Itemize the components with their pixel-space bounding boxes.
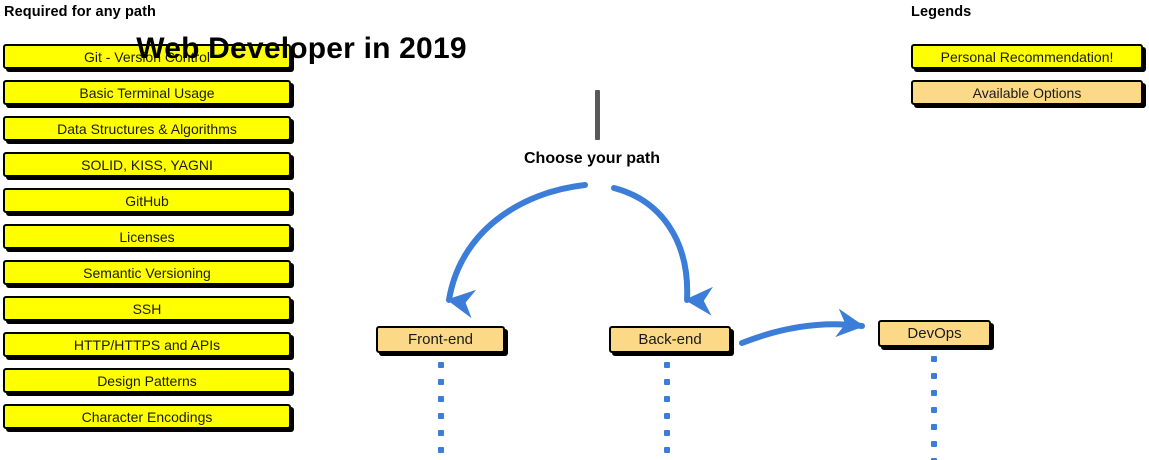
required-skill-item[interactable]: SSH <box>3 296 291 321</box>
required-skill-label: GitHub <box>125 192 169 209</box>
required-skill-item[interactable]: Semantic Versioning <box>3 260 291 285</box>
legend-item-label: Available Options <box>972 84 1082 101</box>
required-skill-label: Git - Version Control <box>83 48 211 65</box>
trail-dot <box>930 458 937 460</box>
required-skill-item[interactable]: HTTP/HTTPS and APIs <box>3 332 291 357</box>
required-skill-label: SSH <box>132 300 162 317</box>
trunk-connector-line <box>595 90 600 140</box>
required-skill-label: Semantic Versioning <box>83 264 211 281</box>
path-node-label: Back-end <box>638 331 702 348</box>
trail-dot <box>663 413 670 419</box>
path-node-label: DevOps <box>907 325 962 342</box>
choose-your-path-label: Choose your path <box>524 150 661 167</box>
path-node-back-end[interactable]: Back-end <box>609 326 731 353</box>
legends-section-heading: Legends <box>911 4 972 20</box>
trail-dot <box>663 379 670 385</box>
required-skill-item[interactable]: Design Patterns <box>3 368 291 393</box>
trail-dot <box>930 441 937 447</box>
required-skill-label: Licenses <box>119 228 175 245</box>
required-skill-label: SOLID, KISS, YAGNI <box>81 156 213 173</box>
required-skill-label: Design Patterns <box>97 372 197 389</box>
trail-dot <box>437 413 444 419</box>
path-node-devops[interactable]: DevOps <box>878 320 991 347</box>
dot-trail-front-end <box>437 362 444 460</box>
trail-dot <box>437 430 444 436</box>
required-skill-item[interactable]: Basic Terminal Usage <box>3 80 291 105</box>
required-skill-item[interactable]: Git - Version Control <box>3 44 291 69</box>
legend-item-label: Personal Recommendation! <box>940 48 1114 65</box>
path-node-front-end[interactable]: Front-end <box>376 326 505 353</box>
path-node-label: Front-end <box>407 331 474 348</box>
trail-dot <box>437 396 444 402</box>
required-skill-item[interactable]: SOLID, KISS, YAGNI <box>3 152 291 177</box>
dot-trail-devops <box>930 356 937 460</box>
required-skill-item[interactable]: Licenses <box>3 224 291 249</box>
arrow-to-frontend <box>446 182 588 319</box>
required-skill-label: Basic Terminal Usage <box>79 84 215 101</box>
trail-dot <box>663 447 670 453</box>
trail-dot <box>437 362 444 368</box>
legend-item-available: Available Options <box>911 80 1143 105</box>
trail-dot <box>930 424 937 430</box>
legend-item-recommendation: Personal Recommendation! <box>911 44 1143 69</box>
trail-dot <box>663 430 670 436</box>
trail-dot <box>437 379 444 385</box>
required-skill-label: Character Encodings <box>81 408 213 425</box>
trail-dot <box>437 447 444 453</box>
required-skill-label: Data Structures & Algorithms <box>57 120 237 137</box>
trail-dot <box>930 390 937 396</box>
arrow-to-backend <box>611 185 713 316</box>
trail-dot <box>930 356 937 362</box>
required-skill-item[interactable]: GitHub <box>3 188 291 213</box>
arrow-backend-to-devops <box>739 308 865 346</box>
required-section-heading: Required for any path <box>4 4 156 20</box>
trail-dot <box>930 373 937 379</box>
required-skill-label: HTTP/HTTPS and APIs <box>73 336 221 353</box>
trail-dot <box>663 396 670 402</box>
legends-list: Personal Recommendation! Available Option… <box>911 44 1143 116</box>
dot-trail-back-end <box>663 362 670 460</box>
trail-dot <box>930 407 937 413</box>
required-skill-item[interactable]: Character Encodings <box>3 404 291 429</box>
trail-dot <box>663 362 670 368</box>
required-skill-item[interactable]: Data Structures & Algorithms <box>3 116 291 141</box>
